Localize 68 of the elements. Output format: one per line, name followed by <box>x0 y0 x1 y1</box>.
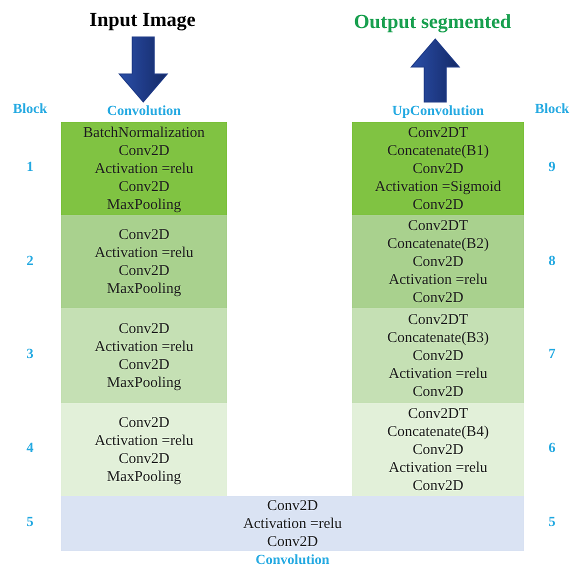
block-number: 9 <box>548 160 556 176</box>
block-number: 5 <box>26 515 34 531</box>
layer-name: Conv2D <box>412 346 464 364</box>
layer-block <box>352 403 524 496</box>
column-heading: Convolution <box>256 552 330 566</box>
heading: Output segmented <box>340 8 525 36</box>
layer-name: Conv2D <box>118 178 170 196</box>
layer-block <box>352 102 524 215</box>
block-number: 5 <box>548 515 556 531</box>
layer-name: Conv2DT <box>408 310 468 328</box>
layer-name: MaxPooling <box>106 280 182 298</box>
layer-name: Activation =relu <box>388 270 488 288</box>
layer-name: Conv2D <box>412 196 464 214</box>
column-heading: Convolution <box>107 103 181 121</box>
layer-name: Concatenate(B1) <box>387 142 489 160</box>
column-heading: Block <box>12 102 48 118</box>
layer-name: Conv2D <box>118 450 170 468</box>
layer-name: Activation =relu <box>388 364 488 382</box>
layer-name: Conv2D <box>412 160 464 178</box>
layer-name: MaxPooling <box>106 196 182 214</box>
block-number: 4 <box>26 441 34 457</box>
layer-name: Conv2D <box>267 496 318 514</box>
layer-name: Activation =relu <box>94 160 194 178</box>
layer-name: BatchNormalization <box>83 124 205 142</box>
layer-name: Activation =relu <box>94 338 194 356</box>
column-heading: UpConvolution <box>392 103 484 121</box>
layer-name: Conv2D <box>118 226 170 244</box>
layer-name: Conv2D <box>118 142 170 160</box>
layer-name: Concatenate(B2) <box>387 234 489 252</box>
layer-name: MaxPooling <box>106 468 182 486</box>
layer-name: Conv2D <box>412 382 464 400</box>
layer-name: Conv2DT <box>408 404 468 422</box>
heading: Input Image <box>70 6 215 34</box>
layer-name: Concatenate(B4) <box>387 422 489 440</box>
layer-name: Conv2D <box>118 320 170 338</box>
block-arrow <box>118 36 168 103</box>
block-number: 8 <box>548 254 556 270</box>
layer-name: Conv2D <box>412 440 464 458</box>
layer-name: MaxPooling <box>106 374 182 392</box>
layer-name: Activation =Sigmoid <box>374 178 502 196</box>
layer-name: Activation =relu <box>243 514 342 532</box>
layer-name: Conv2D <box>412 476 464 494</box>
layer-name: Concatenate(B3) <box>387 328 489 346</box>
layer-block <box>61 308 227 403</box>
layer-name: Activation =relu <box>94 432 194 450</box>
block-number: 7 <box>548 347 556 363</box>
block-arrow <box>410 38 460 102</box>
layer-block <box>61 496 524 566</box>
layer-block <box>61 403 227 496</box>
column-heading: Block <box>534 102 570 118</box>
layer-name: Conv2D <box>267 532 318 550</box>
layer-block <box>61 102 227 215</box>
layer-name: Conv2D <box>118 356 170 374</box>
layer-name: Conv2D <box>412 252 464 270</box>
layer-block <box>61 215 227 308</box>
layer-name: Activation =relu <box>94 244 194 262</box>
block-number: 1 <box>26 160 34 176</box>
layer-block <box>352 215 524 308</box>
layer-name: Conv2D <box>118 414 170 432</box>
layer-name: Conv2D <box>412 288 464 306</box>
layer-name: Conv2D <box>118 262 170 280</box>
layer-name: Conv2DT <box>408 124 468 142</box>
layer-name: Activation =relu <box>388 458 488 476</box>
block-number: 3 <box>26 347 34 363</box>
block-number: 2 <box>26 254 34 270</box>
layer-name: Conv2DT <box>408 216 468 234</box>
layer-block <box>352 308 524 403</box>
block-number: 6 <box>548 441 556 457</box>
